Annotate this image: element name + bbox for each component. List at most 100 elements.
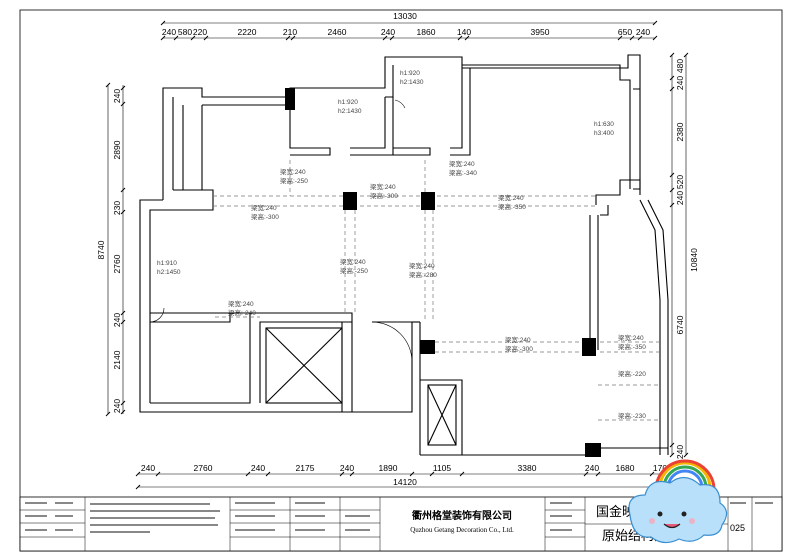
beam-annotation: 梁宽:240 (449, 159, 475, 168)
left-dim-3: 230 (112, 201, 122, 215)
dimension-tick (649, 471, 655, 477)
left-dim-5: 240 (112, 313, 122, 327)
annotation-1-line1: h1:920 (400, 70, 420, 77)
column (585, 443, 601, 457)
beam-annotation: 梁宽:240 (228, 299, 254, 308)
beam-annotation: 梁宽:240 (280, 167, 306, 176)
top-dim-8: 1860 (417, 27, 436, 37)
bottom-dim-5: 240 (340, 463, 354, 473)
top-dim-9: 140 (457, 27, 471, 37)
beam-annotation: 梁宽:240 (251, 203, 277, 212)
right-dim-1: 480 (675, 59, 685, 73)
dimension-tick (617, 35, 623, 41)
beam-annotation: 梁宽:240 (409, 261, 435, 270)
dimension-tick (457, 35, 463, 41)
beam-annotation: 梁宽:240 (505, 335, 531, 344)
dimension-tick (669, 172, 675, 178)
left-total-dimension: 8740 (96, 240, 106, 259)
left-dim-2: 2890 (112, 140, 122, 159)
dimension-tick (105, 82, 111, 88)
dimension-tick (669, 187, 675, 193)
dimension-tick (459, 471, 465, 477)
dimension-tick (120, 101, 126, 107)
beam-annotation: 梁高:-340 (449, 168, 477, 177)
annotation-4-line1: h1:910 (157, 260, 177, 267)
beam-annotation: 梁宽:240 (618, 333, 644, 342)
right-total-dimension: 10840 (689, 248, 699, 272)
dimension-tick (190, 35, 196, 41)
beam-annotation: 梁高:-350 (498, 202, 526, 211)
top-dim-1: 240 (162, 27, 176, 37)
top-dim-6: 2460 (328, 27, 347, 37)
dimension-tick (339, 471, 345, 477)
dimension-tick (629, 35, 635, 41)
beam-dashes (213, 160, 660, 421)
dimension-tick (120, 319, 126, 325)
dimension-tick (105, 411, 111, 417)
dimension-tick (135, 484, 141, 490)
left-dim-1: 240 (112, 89, 122, 103)
column (421, 192, 435, 210)
right-dim-2: 240 (675, 76, 685, 90)
dimension-tick (155, 471, 161, 477)
dimension-tick (265, 471, 271, 477)
dimension-tick (120, 400, 126, 406)
right-dim-4: 520 (675, 175, 685, 189)
dimension-tick (245, 471, 251, 477)
columns (285, 88, 601, 457)
dimension-tick (652, 35, 658, 41)
dimension-tick (173, 35, 179, 41)
left-dimensions: 8740 240 2890 230 2760 240 2140 240 (96, 89, 122, 413)
beam-annotation: 梁宽:240 (370, 182, 396, 191)
dimension-tick (120, 85, 126, 91)
walls (139, 54, 669, 456)
dimension-tick (349, 471, 355, 477)
bottom-dim-1: 240 (141, 463, 155, 473)
right-dim-7: 240 (675, 445, 685, 459)
annotation-3-line1: h1:630 (594, 121, 614, 128)
right-dim-6: 6740 (675, 315, 685, 334)
beam-annotation: 梁高:-280 (409, 270, 437, 279)
beam-annotation: 梁高:-300 (505, 344, 533, 353)
top-dim-11: 650 (618, 27, 632, 37)
top-dim-7: 240 (381, 27, 395, 37)
right-dim-3: 2380 (675, 122, 685, 141)
bottom-dim-3: 240 (251, 463, 265, 473)
room-annotations: h1:920 h2:1430 h1:920 h2:1430 h1:630 h3:… (157, 70, 646, 420)
beam-annotation: 梁宽:240 (340, 257, 366, 266)
dimension-tick (464, 35, 470, 41)
left-dim-4: 2760 (112, 254, 122, 273)
right-dim-5: 240 (675, 191, 685, 205)
dimension-tick (160, 35, 166, 41)
top-dim-3: 220 (193, 27, 207, 37)
annotation-4-line2: h2:1450 (157, 269, 181, 276)
dimension-tick (120, 187, 126, 193)
dimension-tick (285, 35, 291, 41)
beam-annotation: 梁宽:240 (498, 193, 524, 202)
annotation-2-line1: h1:920 (338, 99, 358, 106)
dimension-tick (160, 20, 166, 26)
bottom-dim-7: 1105 (433, 463, 452, 473)
column (582, 338, 596, 356)
dimension-tick (637, 35, 643, 41)
dimension-tick (382, 35, 388, 41)
dimension-tick (683, 52, 689, 58)
company-name-en: Quzhou Getang Decoration Co., Ltd. (410, 526, 514, 534)
beam-annotation: 梁高:-300 (251, 212, 279, 221)
dimension-tick (120, 209, 126, 215)
dimension-tick (669, 202, 675, 208)
dimension-tick (669, 452, 675, 458)
top-total-dimension: 13030 (393, 11, 417, 21)
dimension-tick (389, 35, 395, 41)
dimension-tick (135, 471, 141, 477)
left-dim-7: 240 (112, 399, 122, 413)
beam-annotation: 梁高:-220 (618, 369, 646, 378)
dimension-tick (120, 310, 126, 316)
dimension-tick (669, 75, 675, 81)
top-dimensions: 13030 240 580 220 2220 210 2460 240 1860… (162, 11, 650, 37)
bottom-dim-2: 2760 (194, 463, 213, 473)
beam-annotation: 梁高:-350 (618, 342, 646, 351)
bottom-dimensions: 240 2760 240 2175 240 1890 1105 3380 240… (141, 463, 667, 487)
cloud-mascot-icon (628, 459, 728, 544)
